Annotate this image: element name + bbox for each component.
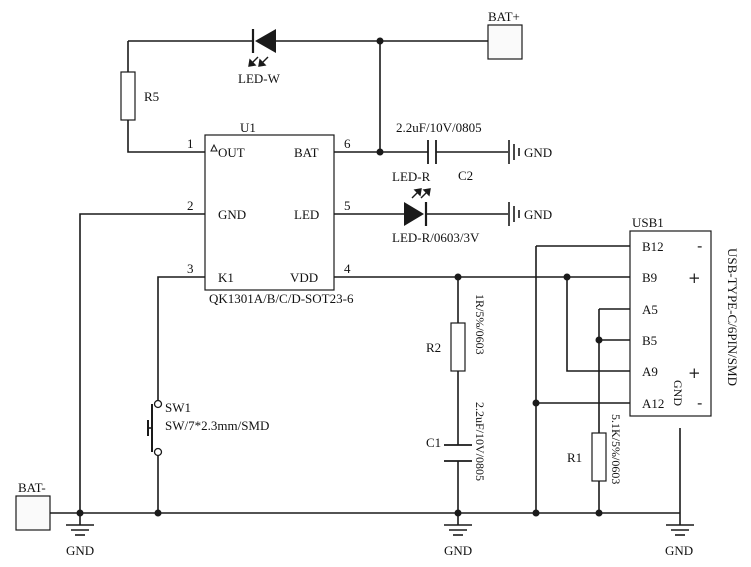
led-w-label: LED-W	[238, 71, 281, 86]
c1-label: C1	[426, 435, 441, 450]
usb-sign-a9: +	[688, 364, 701, 382]
led-w-emission-icon	[248, 56, 269, 67]
pin1-marker-icon	[210, 143, 218, 152]
usb-pin-a12: A12	[642, 396, 664, 411]
resistor-r5: R5	[120, 71, 159, 121]
u1-pin6-name: BAT	[294, 145, 319, 160]
u1-part-label: QK1301A/B/C/D-SOT23-6	[209, 291, 354, 306]
r5-label: R5	[144, 89, 159, 104]
u1-pin1-name: OUT	[218, 145, 245, 160]
r2-label: R2	[426, 340, 441, 355]
gnd-label-right: GND	[665, 543, 693, 558]
gnd-label-led-r: GND	[524, 207, 552, 222]
connector-usb1: USB1 USB-TYPE-C/6PIN/SMD B12 - B9 + A5 B…	[629, 215, 740, 417]
u1-pin5-name: LED	[294, 207, 319, 222]
u1-pin2-number: 2	[187, 198, 194, 213]
c1-value-label: 2.2uF/10V/0805	[473, 402, 487, 481]
usb-part-label: USB-TYPE-C/6PIN/SMD	[725, 248, 740, 386]
r1-label: R1	[567, 450, 582, 465]
switch-sw1[interactable]: SW1 SW/7*2.3mm/SMD	[147, 399, 269, 457]
capacitor-c1: C1 2.2uF/10V/0805	[426, 402, 487, 481]
sw1-value-label: SW/7*2.3mm/SMD	[165, 418, 269, 433]
u1-pin3-name: K1	[218, 270, 234, 285]
led-w: LED-W	[238, 29, 281, 86]
resistor-r2: R2 1R/5%/0603	[426, 294, 487, 372]
led-r-emission-icon	[411, 188, 431, 199]
r1-value-label: 5.1K/5%/0603	[609, 414, 623, 484]
gnd-label-left: GND	[66, 543, 94, 558]
gnd-label-c2: GND	[524, 145, 552, 160]
resistor-r1: R1 5.1K/5%/0603	[567, 414, 623, 484]
usb-gnd-label: GND	[671, 380, 685, 406]
c2-value-label: 2.2uF/10V/0805	[396, 120, 482, 135]
u1-pin5-number: 5	[344, 198, 351, 213]
usb-pin-b9: B9	[642, 270, 657, 285]
u1-pin4-number: 4	[344, 261, 351, 276]
usb-pin-a9: A9	[642, 364, 658, 379]
usb-sign-a12: -	[697, 394, 702, 412]
bat-plus-label: BAT+	[488, 9, 520, 24]
gnd-symbol-c2: GND	[508, 140, 552, 164]
gnd-symbol-middle: GND	[444, 524, 472, 558]
gnd-label-middle: GND	[444, 543, 472, 558]
u1-pin6-number: 6	[344, 136, 351, 151]
usb-sign-b12: -	[697, 237, 702, 255]
c2-label: C2	[458, 168, 473, 183]
junctions	[76, 37, 603, 517]
led-r: LED-R LED-R/0603/3V	[392, 169, 480, 245]
bat-plus-port: BAT+	[487, 9, 523, 60]
capacitor-c2: 2.2uF/10V/0805 C2	[396, 120, 482, 183]
u1-pin3-number: 3	[187, 261, 194, 276]
u1-pin1-number: 1	[187, 136, 194, 151]
bat-minus-port: BAT-	[15, 480, 51, 531]
gnd-symbol-led-r: GND	[508, 202, 552, 226]
gnd-symbol-left: GND	[66, 524, 94, 558]
r2-value-label: 1R/5%/0603	[473, 294, 487, 355]
bat-minus-label: BAT-	[18, 480, 46, 495]
usb-sign-b9: +	[688, 269, 701, 287]
wires	[50, 40, 681, 525]
usb-pin-b5: B5	[642, 333, 657, 348]
usb-pin-b12: B12	[642, 239, 664, 254]
sw1-label: SW1	[165, 400, 191, 415]
usb-ref-label: USB1	[632, 215, 664, 230]
led-r-value-label: LED-R/0603/3V	[392, 230, 480, 245]
u1-pin4-name: VDD	[290, 270, 318, 285]
u1-pin2-name: GND	[218, 207, 246, 222]
usb-pin-a5: A5	[642, 302, 658, 317]
gnd-symbol-right: GND	[665, 524, 694, 558]
led-r-top-label: LED-R	[392, 169, 431, 184]
ic-u1: U1 QK1301A/B/C/D-SOT23-6 1 OUT 2 GND 3 K…	[187, 120, 354, 306]
u1-ref-label: U1	[240, 120, 256, 135]
